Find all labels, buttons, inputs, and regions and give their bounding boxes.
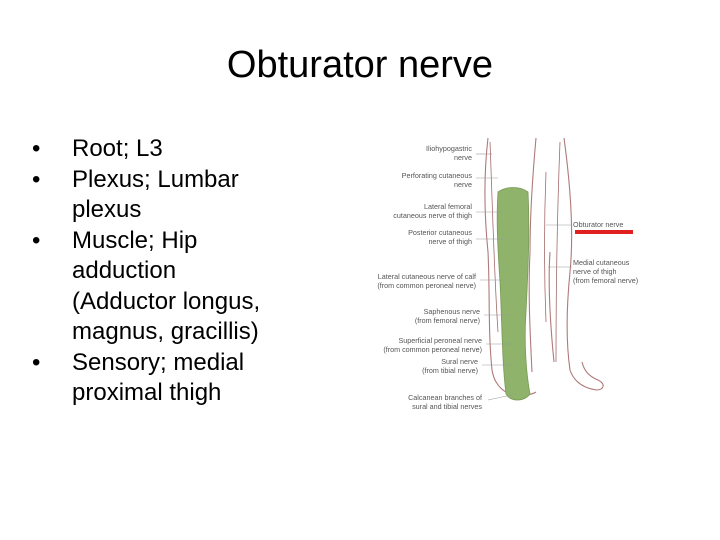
label-obturator: Obturator nerve xyxy=(573,220,623,229)
nerve-lines xyxy=(489,141,561,363)
highlight-marker xyxy=(575,230,633,234)
bullet-marker: • xyxy=(32,135,41,162)
slide-title: Obturator nerve xyxy=(226,44,494,86)
bullet-marker: • xyxy=(32,348,41,376)
bullet-line: plexus xyxy=(72,196,142,223)
leader-lines-right xyxy=(546,224,572,268)
bullet-line: Root; L3 xyxy=(72,135,163,162)
label-superficial-peroneal: Superficial peroneal nerve(from common p… xyxy=(383,336,482,354)
bullet-line: (Adductor longus, xyxy=(72,287,261,315)
bullet-line: Plexus; Lumbar xyxy=(72,165,239,193)
bullet-line: Muscle; Hip xyxy=(72,226,198,254)
bullet-item-root: • Root; L3 xyxy=(32,134,332,165)
bullet-marker: • xyxy=(32,226,41,254)
bullet-list: • Root; L3 • Plexus; Lumbar plexus • Mus… xyxy=(32,134,332,409)
bullet-item-muscle: • Muscle; Hip adduction (Adductor longus… xyxy=(32,226,332,348)
label-sural: Sural nerve(from tibial nerve) xyxy=(422,357,478,375)
bullet-line: adduction xyxy=(72,257,177,284)
highlighted-area xyxy=(496,187,531,401)
leader-lines-left xyxy=(476,153,517,401)
label-saphenous: Saphenous nerve(from femoral nerve) xyxy=(415,307,480,325)
bullet-item-plexus: • Plexus; Lumbar plexus xyxy=(32,165,332,226)
bullet-line: proximal thigh xyxy=(72,379,222,406)
bullet-marker: • xyxy=(32,165,41,193)
bullet-item-sensory: • Sensory; medial proximal thigh xyxy=(32,348,332,409)
bullet-line: Sensory; medial xyxy=(72,348,245,376)
bullet-line: magnus, gracillis) xyxy=(72,318,259,345)
label-lateral-calf: Lateral cutaneous nerve of calf(from com… xyxy=(377,272,476,290)
